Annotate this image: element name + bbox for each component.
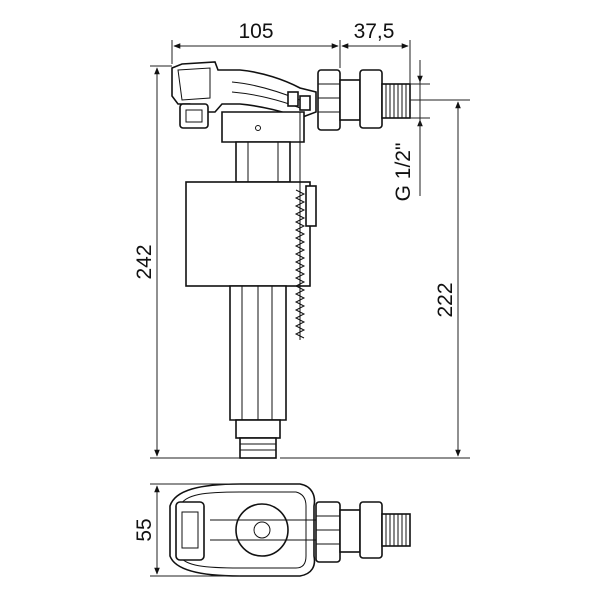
float-box [185, 181, 311, 287]
float-clip [179, 103, 209, 129]
top-view [169, 483, 411, 577]
spring-guide [305, 185, 317, 227]
lock-nut [359, 69, 383, 129]
dimension-labels: 105 37,5 G 1/2" 242 222 55 [133, 20, 457, 542]
inlet-nut [317, 69, 341, 131]
lever-tab [299, 95, 311, 111]
label-depth: 55 [133, 518, 156, 541]
valve-body [221, 111, 305, 143]
label-thread: G 1/2" [392, 143, 415, 202]
label-width-inlet: 37,5 [354, 20, 395, 43]
shaft-collar [235, 419, 281, 439]
top-lock-nut [359, 501, 383, 559]
top-float-clip [175, 501, 205, 561]
inlet-sleeve [339, 79, 361, 121]
label-width-top: 105 [238, 20, 273, 43]
front-view [171, 61, 411, 459]
label-height-inlet: 222 [434, 282, 457, 317]
inlet-thread [381, 83, 411, 119]
label-height-total: 242 [133, 244, 156, 279]
lever-tab [287, 91, 299, 107]
top-inlet-thread [381, 513, 411, 547]
dimension-lines [150, 40, 470, 577]
adjustment-spring [294, 189, 306, 339]
top-valve-cap [235, 503, 289, 557]
outlet-thread [239, 437, 277, 459]
top-inlet-nut [315, 501, 341, 563]
